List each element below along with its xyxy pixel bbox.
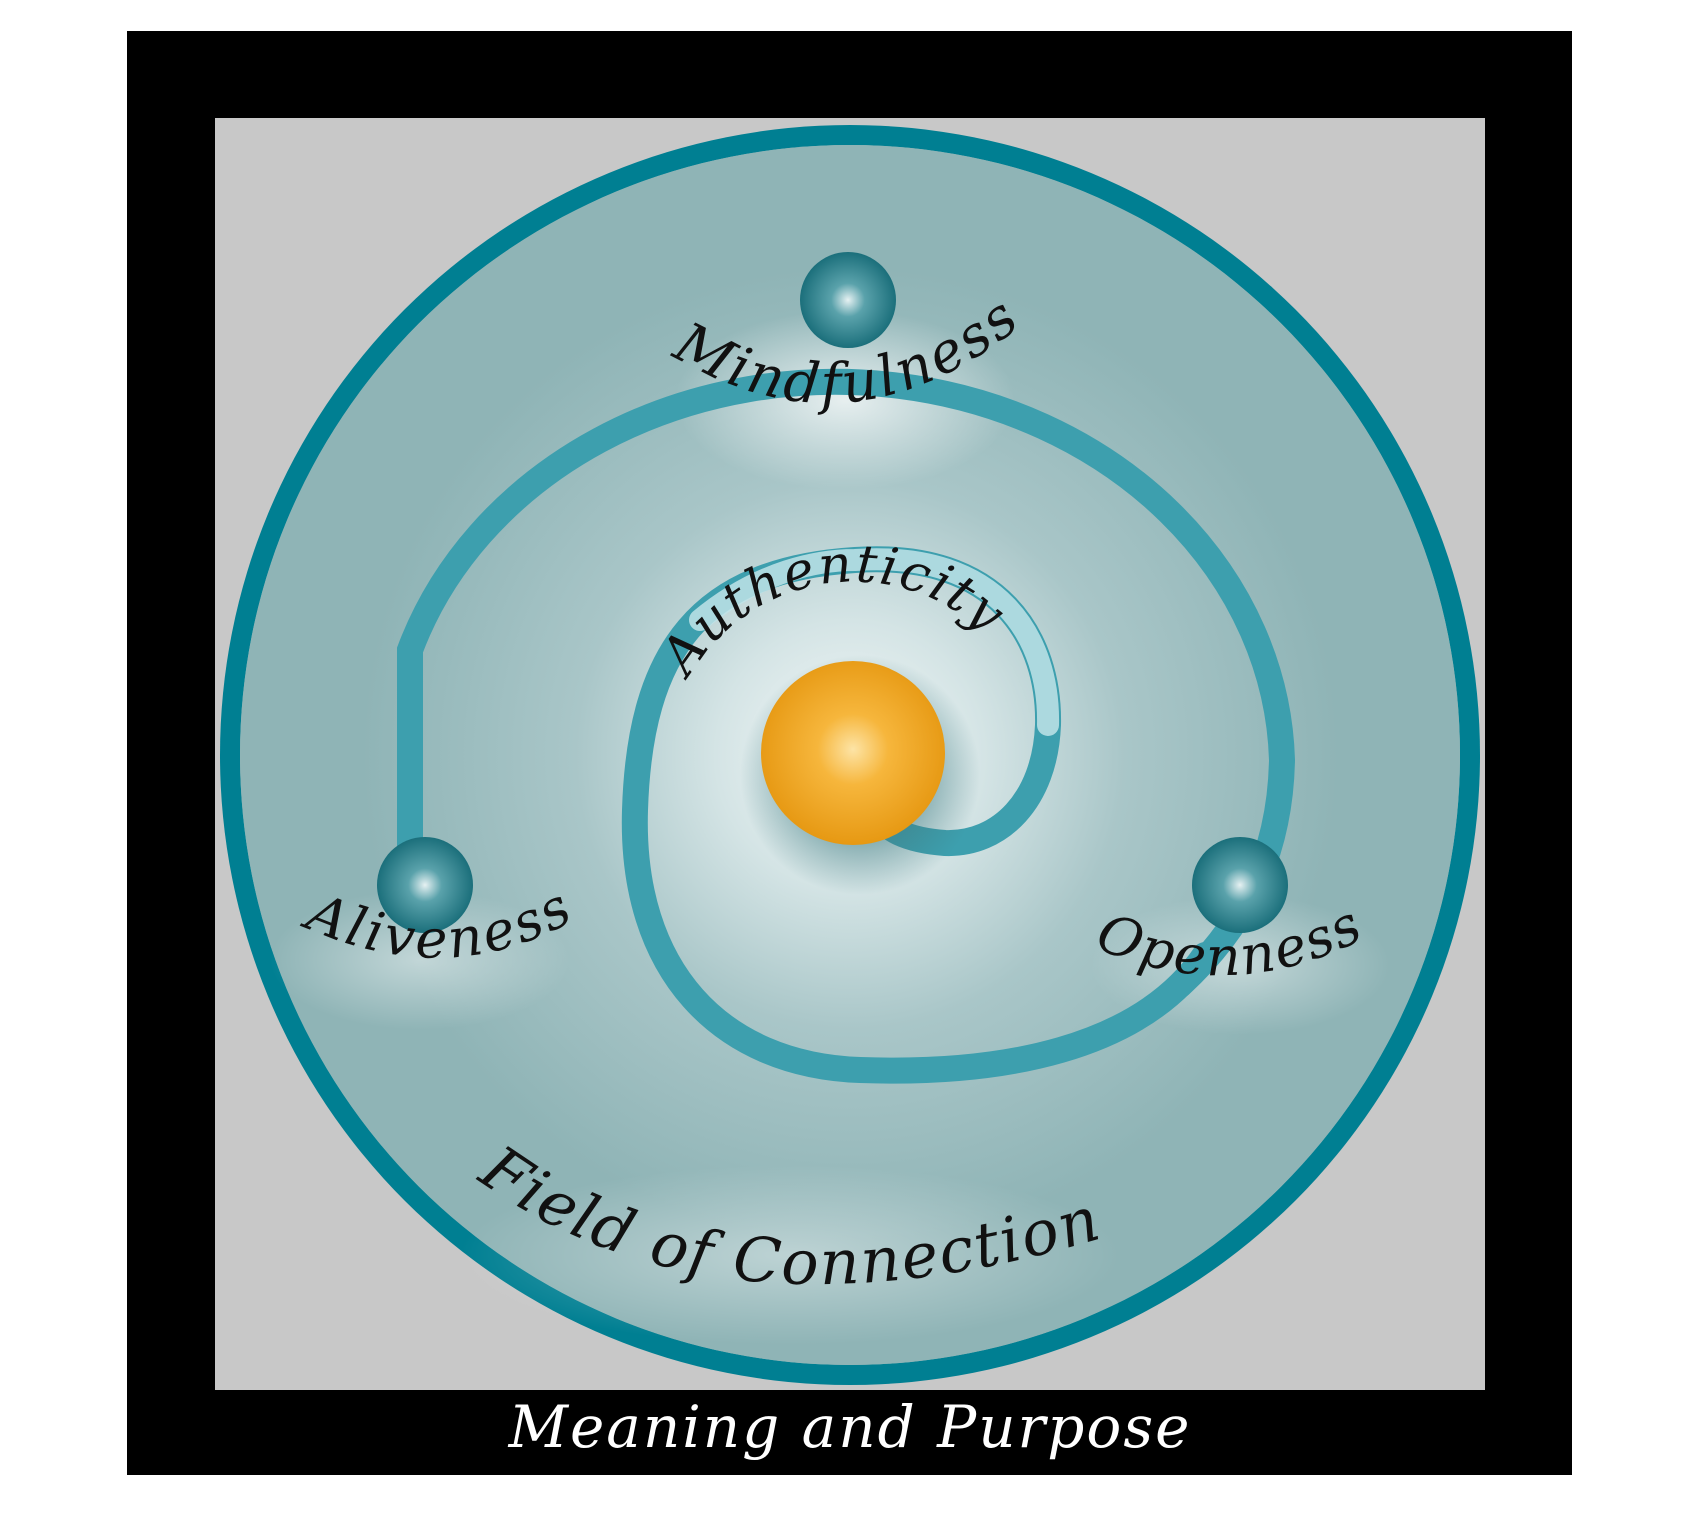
field-glow (460, 1165, 1120, 1345)
node-right (1192, 837, 1288, 933)
node-top (800, 252, 896, 348)
spiral-outer-arc (397, 368, 1296, 998)
center-sun (761, 661, 945, 845)
footer-caption: Meaning and Purpose (508, 1393, 1192, 1461)
left-glow (270, 890, 570, 1030)
spiral-inner-highlight (689, 548, 1060, 736)
node-left (377, 837, 473, 933)
top-glow (675, 310, 1015, 490)
